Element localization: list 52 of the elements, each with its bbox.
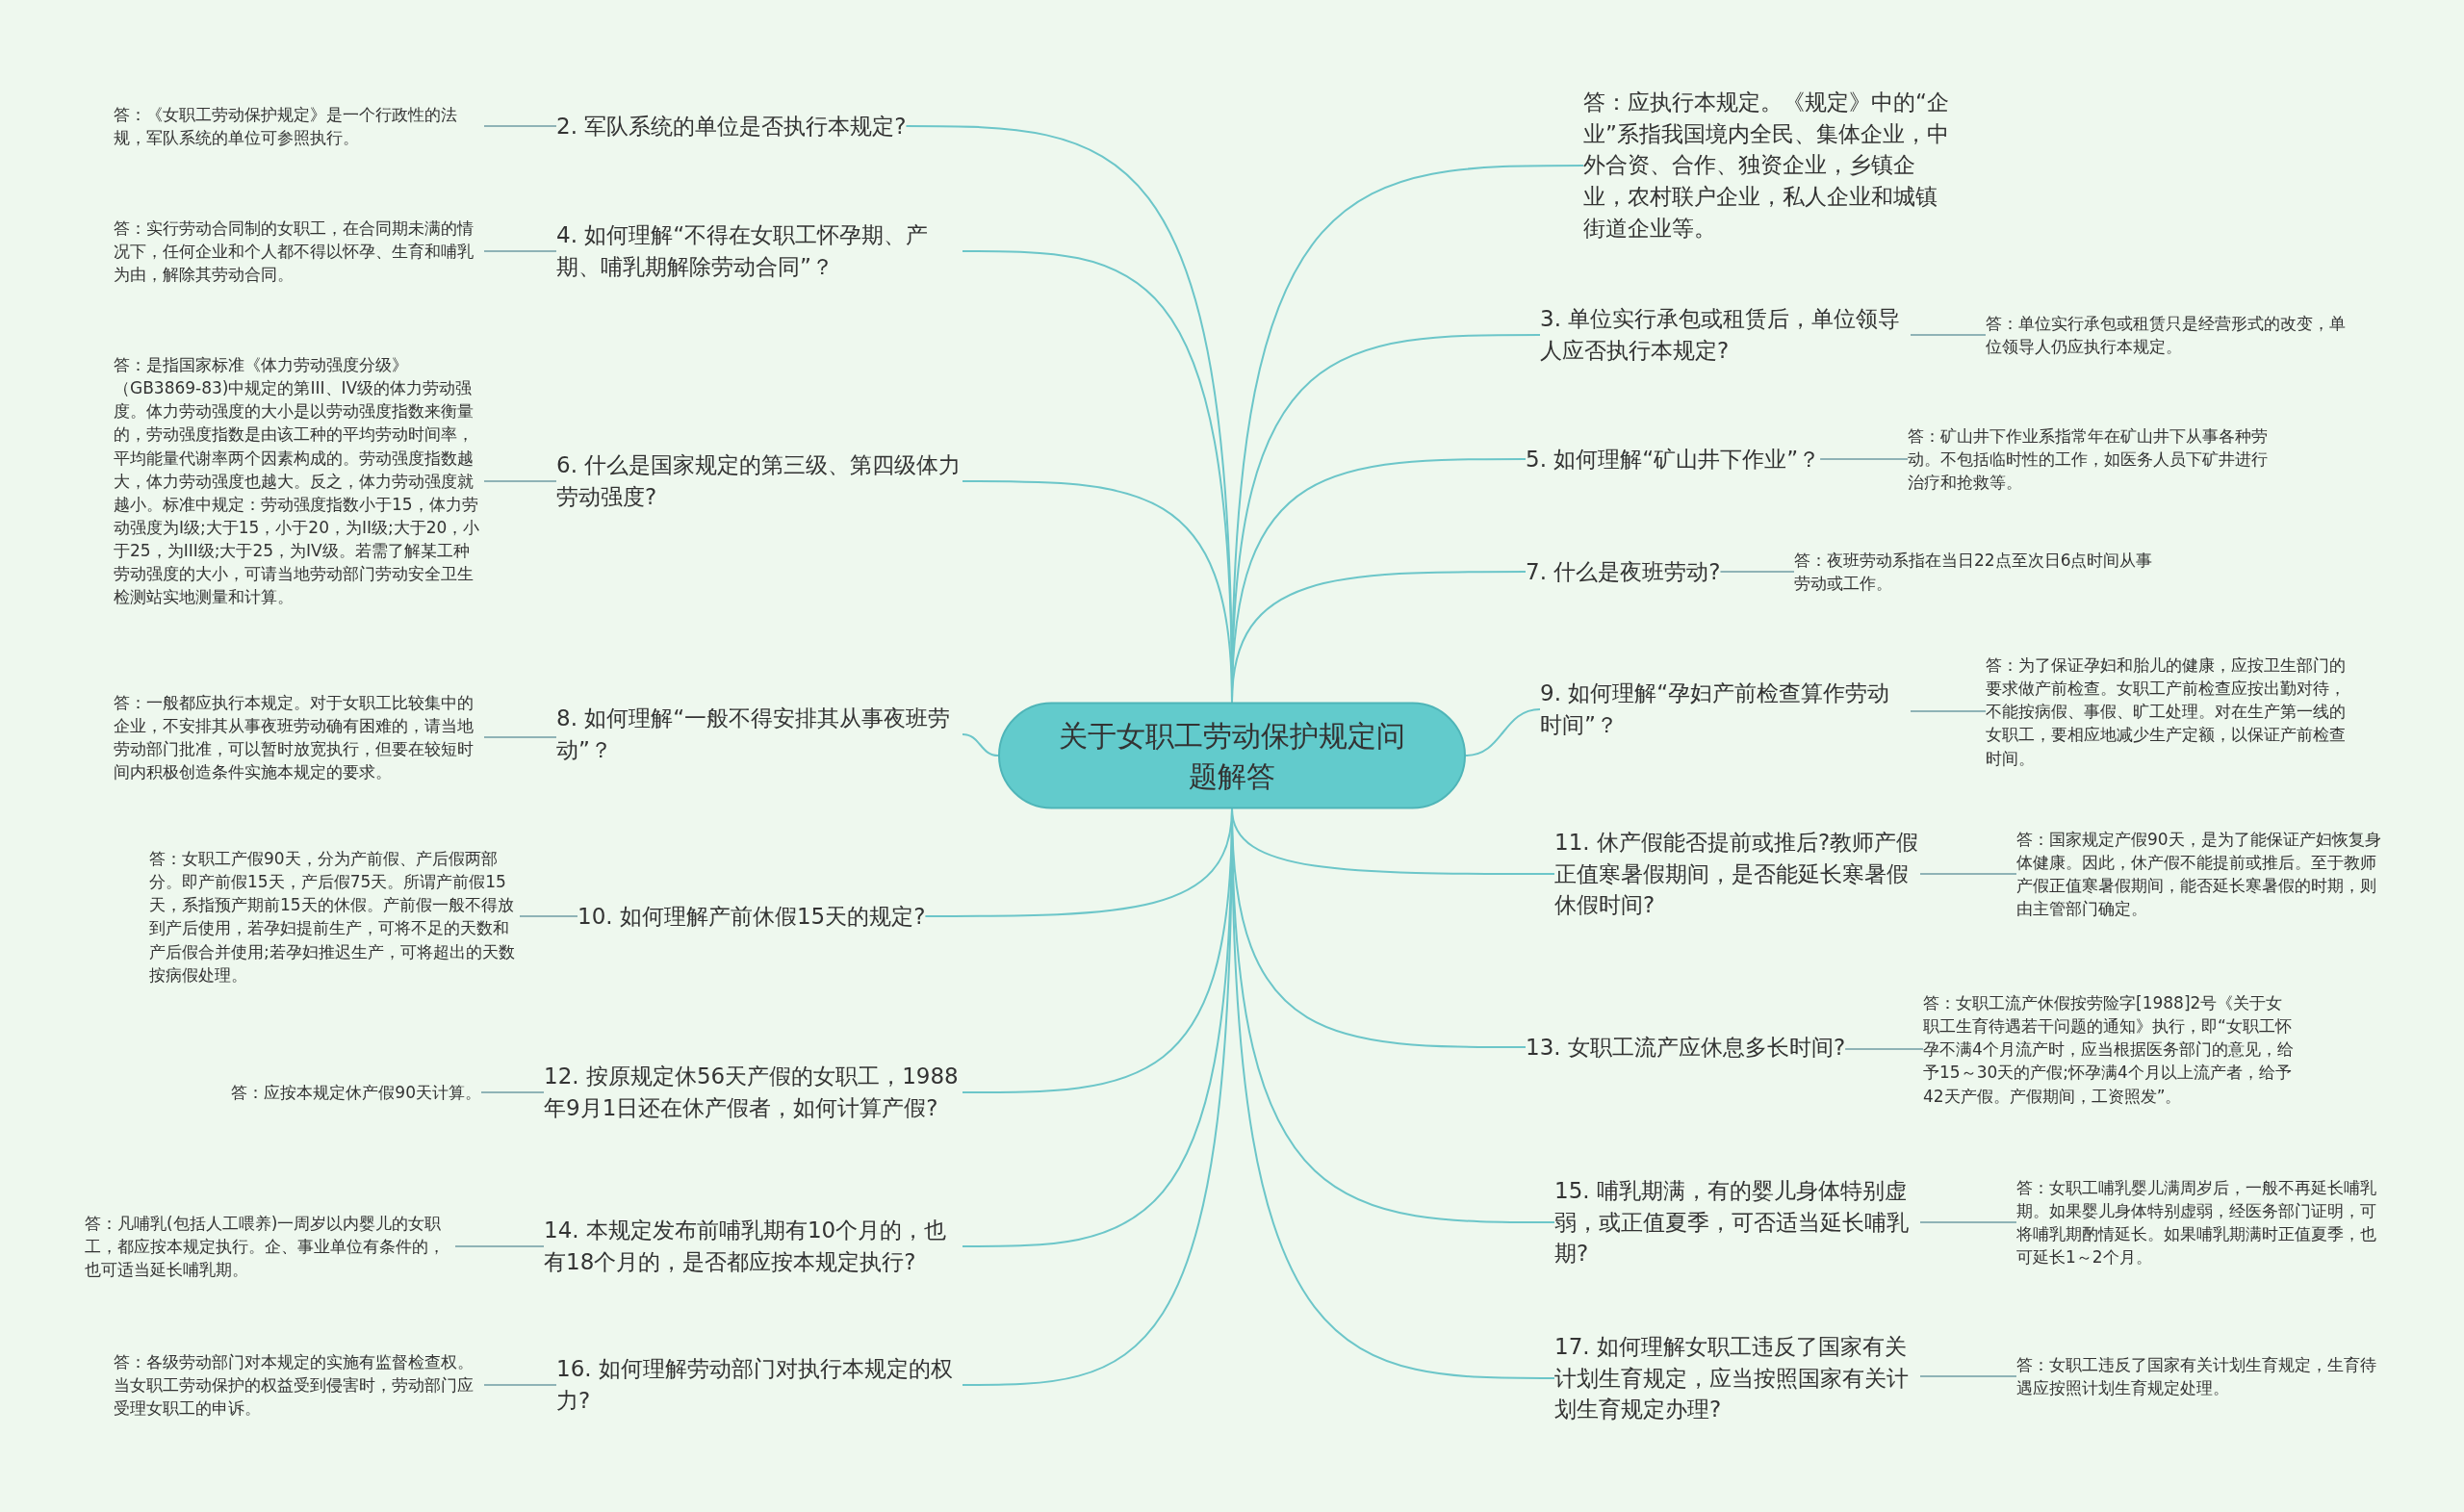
answer-text: 答：女职工哺乳婴儿满周岁后，一般不再延长哺乳期。如果婴儿身体特别虚弱，经医务部门证明，可将哺乳期酌情延长。如果哺乳期满时正值夏季，也可延长1～2个月。 [2016, 1175, 2387, 1269]
answer-text: 答：女职工流产休假按劳险字[1988]2号《关于女职工生育待遇若干问题的通知》执行，即“女职工怀孕不满4个月流产时，应当根据医务部门的意见，给予15～30天的产假;怀孕满4个月以上流产者，给予42天产假。产假期间，工资照发”。 [1923, 990, 2294, 1108]
answer-text: 答：矿山井下作业系指常年在矿山井下从事各种劳动。不包括临时性的工作，如医务人员下矿井进行治疗和抢救等。 [1908, 423, 2278, 495]
question-text: 12. 按原规定休56天产假的女职工，1988年9月1日还在休产假者，如何计算产假? [544, 1061, 962, 1124]
connector-line [1919, 1221, 2017, 1223]
answer-text: 答：女职工产假90天，分为产前假、产后假两部分。即产前假15天，产后假75天。所谓产前假15天，系指预产期前15天的休假。产前假一般不得放到产后使用，若孕妇提前生产，可将不足的天数和产后假合并使用;若孕妇推迟生产，可将超出的天数按病假处理。 [149, 846, 520, 987]
connector-line [483, 125, 557, 127]
question-text: 13. 女职工流产应休息多长时间? [1526, 1031, 1846, 1064]
connector-line [480, 1091, 545, 1093]
branch-line [962, 733, 999, 756]
question-text: 17. 如何理解女职工违反了国家有关计划生育规定，应当按照国家有关计划生育规定办理? [1554, 1331, 1920, 1425]
question-text: 4. 如何理解“不得在女职工怀孕期、产期、哺乳期解除劳动合同”？ [556, 219, 962, 283]
connector-line [1919, 873, 2017, 875]
connector-line [454, 1245, 545, 1247]
connector-line [1719, 571, 1795, 573]
connector-line [483, 1384, 557, 1386]
question-text: 10. 如何理解产前休假15天的规定? [578, 900, 926, 933]
connector-line [1819, 458, 1909, 460]
question-text: 5. 如何理解“矿山井下作业”？ [1526, 443, 1821, 475]
connector-line [1919, 1375, 2017, 1377]
connector-line [483, 736, 557, 738]
answer-text: 答：是指国家标准《体力劳动强度分级》（GB3869-83)中规定的第III、IV级的体力劳动强度。体力劳动强度的大小是以劳动强度指数来衡量的，劳动强度指数是由该工种的平均劳动时间率，平均能量代谢率两个因素构成的。劳动强度指数越大，体力劳动强度也越大。反之，体力劳动强度就越小。标准中规定：劳动强度指数小于15，体力劳动强度为I级;大于15，小于20，为II级;大于20，小于25，为III级;大于25，为IV级。若需了解某工种劳动强度的大小，可请当地劳动部门劳动安全卫生检测站实地测量和计算。 [114, 353, 484, 609]
question-text: 6. 什么是国家规定的第三级、第四级体力劳动强度? [556, 449, 962, 513]
answer-text: 答：夜班劳动系指在当日22点至次日6点时间从事劳动或工作。 [1794, 548, 2165, 596]
central-topic: 关于女职工劳动保护规定问题解答 [998, 702, 1466, 809]
question-text: 11. 休产假能否提前或推后?教师产假正值寒暑假期间，是否能延长寒暑假休假时间? [1554, 827, 1920, 921]
branch-line [1465, 708, 1541, 756]
answer-text: 答：应按本规定休产假90天计算。 [231, 1080, 481, 1105]
answer-text: 答：各级劳动部门对本规定的实施有监督检查权。当女职工劳动保护的权益受到侵害时，劳动部门应受理女职工的申诉。 [114, 1349, 484, 1421]
question-text: 16. 如何理解劳动部门对执行本规定的权力? [556, 1353, 962, 1417]
question-text: 8. 如何理解“一般不得安排其从事夜班劳动”？ [556, 703, 962, 766]
connector-line [1910, 710, 1987, 712]
connector-line [483, 250, 557, 252]
answer-text: 答：凡哺乳(包括人工喂养)一周岁以内婴儿的女职工，都应按本规定执行。企、事业单位有条件的，也可适当延长哺乳期。 [85, 1211, 455, 1282]
question-text: 15. 哺乳期满，有的婴儿身体特别虚弱，或正值夏季，可否适当延长哺乳期? [1554, 1175, 1920, 1269]
connector-line [519, 915, 578, 917]
answer-text: 答：单位实行承包或租赁只是经营形式的改变，单位领导人仍应执行本规定。 [1986, 311, 2356, 359]
question-text: 2. 军队系统的单位是否执行本规定? [556, 110, 907, 142]
question-text: 3. 单位实行承包或租赁后，单位领导人应否执行本规定? [1540, 303, 1911, 367]
connector-line [1910, 334, 1987, 336]
answer-text: 答：一般都应执行本规定。对于女职工比较集中的企业，不安排其从事夜班劳动确有困难的，请当地劳动部门批准，可以暂时放宽执行，但要在较短时间内积极创造条件实施本规定的要求。 [114, 690, 484, 784]
answer-text: 答：实行劳动合同制的女职工，在合同期未满的情况下，任何企业和个人都不得以怀孕、生育和哺乳为由，解除其劳动合同。 [114, 216, 484, 287]
answer-text: 答：为了保证孕妇和胎儿的健康，应按卫生部门的要求做产前检查。女职工产前检查应按出勤对待，不能按病假、事假、旷工处理。对在生产第一线的女职工，要相应地减少生产定额，以保证产前检查时间。 [1986, 653, 2356, 770]
answer-text: 答：女职工违反了国家有关计划生育规定，生育待遇应按照计划生育规定处理。 [2016, 1352, 2387, 1400]
answer-text: 答：《女职工劳动保护规定》是一个行政性的法规，军队系统的单位可参照执行。 [114, 102, 484, 150]
question-text: 答：应执行本规定。《规定》中的“企业”系指我国境内全民、集体企业，中外合资、合作、独资企业，乡镇企业，农村联户企业，私人企业和城镇街道企业等。 [1583, 87, 1949, 244]
connector-line [1844, 1048, 1924, 1050]
question-text: 7. 什么是夜班劳动? [1526, 555, 1721, 588]
question-text: 9. 如何理解“孕妇产前检查算作劳动时间”？ [1540, 678, 1911, 741]
answer-text: 答：国家规定产假90天，是为了能保证产妇恢复身体健康。因此，休产假不能提前或推后。至于教师产假正值寒暑假期间，能否延长寒暑假的时期，则由主管部门确定。 [2016, 827, 2387, 921]
connector-line [483, 480, 557, 482]
question-text: 14. 本规定发布前哺乳期有10个月的，也有18个月的，是否都应按本规定执行? [544, 1215, 962, 1278]
